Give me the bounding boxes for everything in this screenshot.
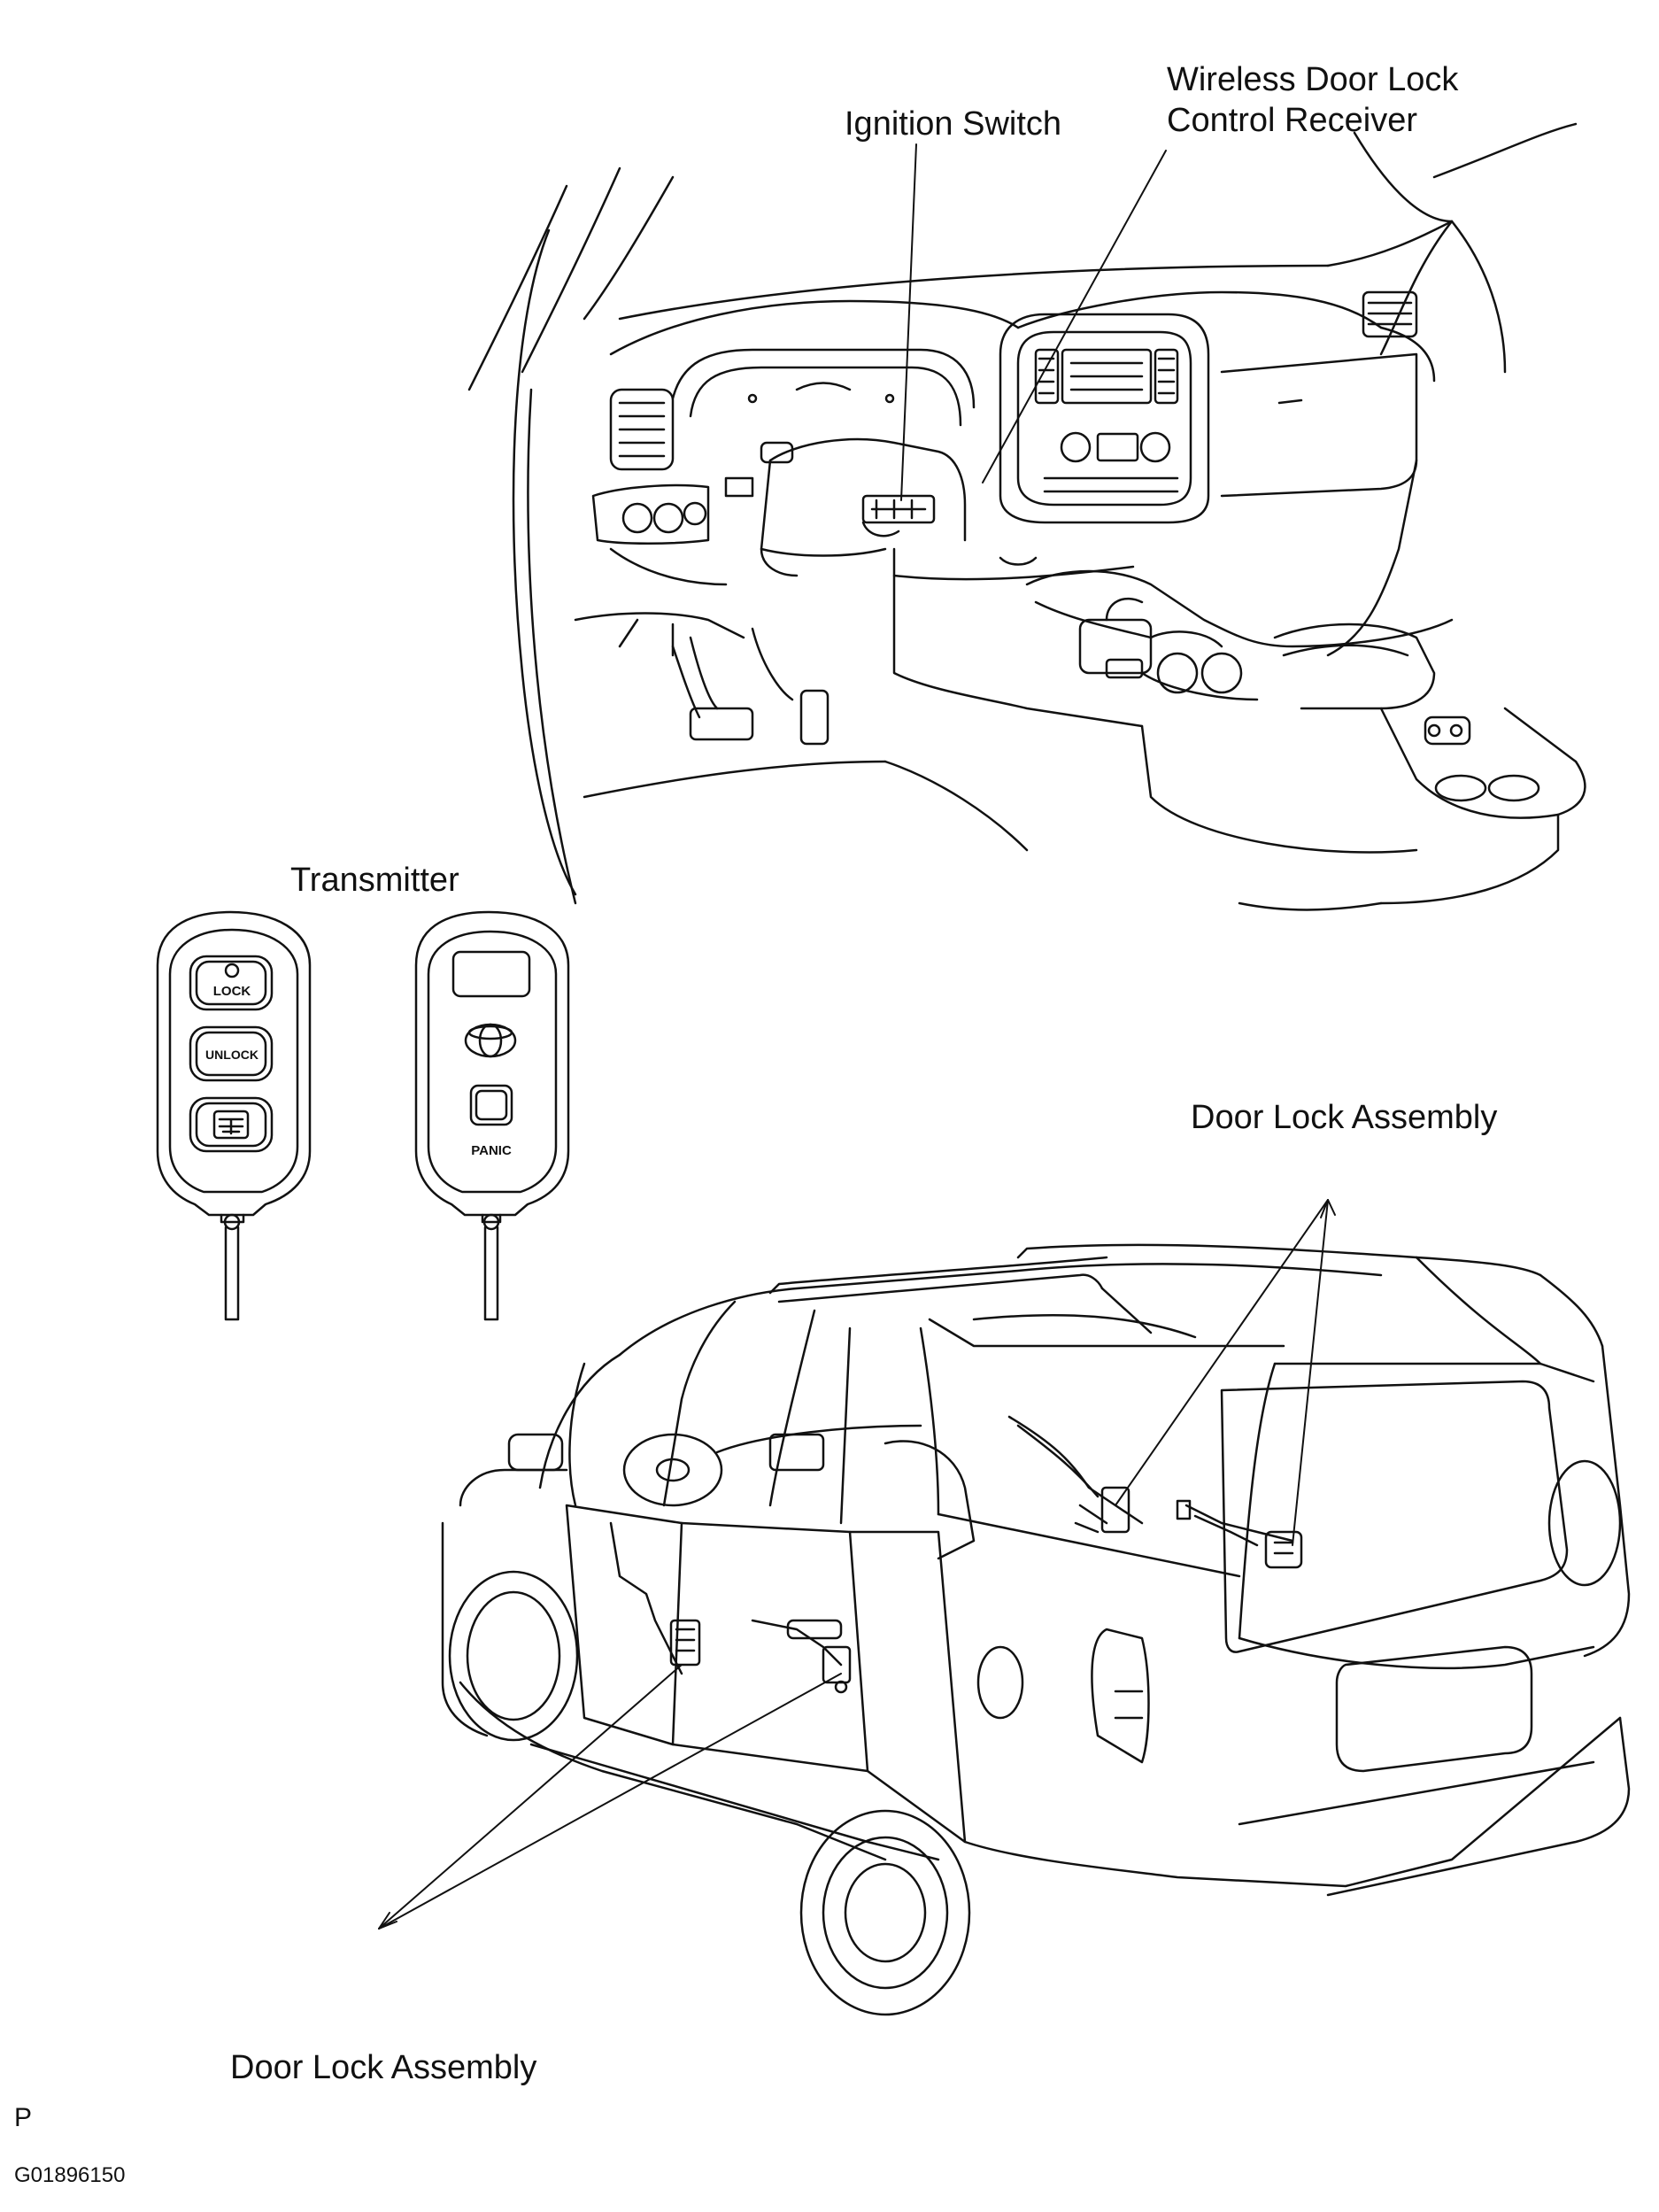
leader-door-lock-upper-1: [1115, 1200, 1328, 1505]
lock-button-label: LOCK: [213, 984, 251, 999]
lock-button: [190, 956, 272, 1009]
leader-lines-dashboard: [901, 144, 1166, 500]
wireless-receiver-label-line2: Control Receiver: [1167, 102, 1417, 139]
footer-code-letter: P: [14, 2103, 33, 2132]
leader-ignition-switch: [901, 144, 916, 500]
ignition-switch-label: Ignition Switch: [845, 105, 1062, 143]
leader-wireless-receiver: [983, 151, 1166, 483]
wireless-receiver-label-line1: Wireless Door Lock: [1167, 61, 1459, 98]
leader-door-lock-lower-2: [379, 1674, 841, 1929]
panic-button: [471, 1086, 512, 1125]
dashboard-illustration: [469, 124, 1585, 910]
led-indicator-icon: [226, 964, 238, 977]
leader-door-lock-upper-2: [1292, 1200, 1328, 1545]
panic-button-label: PANIC: [471, 1143, 512, 1158]
window-icon: [214, 1111, 248, 1138]
door-lock-assembly-label-lower: Door Lock Assembly: [230, 2049, 537, 2086]
toyota-logo-icon: [466, 1025, 515, 1056]
transmitter-back: [416, 912, 568, 1319]
figure-id: G01896150: [14, 2163, 126, 2187]
suv-illustration: [443, 1245, 1629, 2015]
leader-door-lock-lower-1: [379, 1665, 682, 1929]
door-lock-assembly-label-upper: Door Lock Assembly: [1191, 1099, 1498, 1136]
tailgate-button: [190, 1098, 272, 1151]
unlock-button-label: UNLOCK: [205, 1048, 258, 1062]
transmitter-label: Transmitter: [290, 862, 459, 899]
leader-lines-door-locks: [379, 1200, 1335, 1929]
transmitter-front: [158, 912, 310, 1319]
unlock-button: [190, 1027, 272, 1080]
